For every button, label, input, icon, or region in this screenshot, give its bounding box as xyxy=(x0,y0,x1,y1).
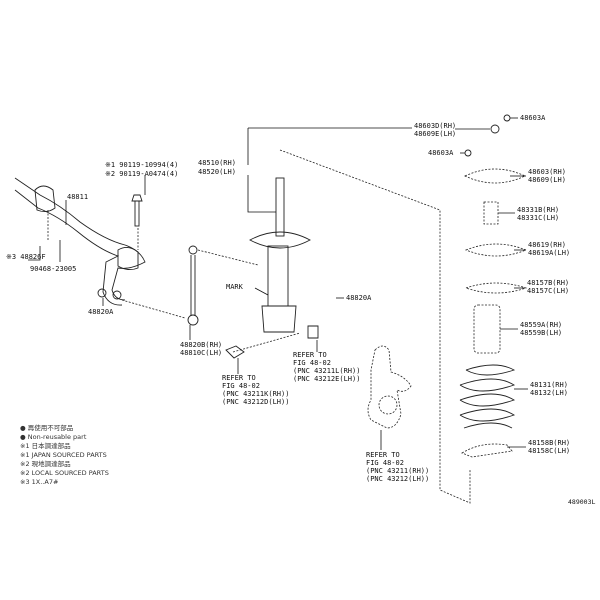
legend-item: ● 再使用不可部品 xyxy=(20,423,73,432)
legend: ● 再使用不可部品 ● Non-reusable part ※1 日本調達部品 … xyxy=(20,423,109,486)
coil-spring-drawing xyxy=(459,364,528,429)
ref-line: REFER TO xyxy=(293,351,327,359)
part-labels: ※1 90119-10994(4) ※2 90119-A0474(4) 4881… xyxy=(6,114,570,455)
label-seat-upper-lh: 48619A(LH) xyxy=(528,249,570,257)
legend-item: ※2 LOCAL SOURCED PARTS xyxy=(20,469,109,477)
ref-line: (PNC 43212(LH)) xyxy=(366,475,429,483)
ref-line: (PNC 43212D(LH)) xyxy=(222,398,289,406)
label-spring-rh: 48131(RH) xyxy=(530,381,568,389)
label-support-lh: 48609(LH) xyxy=(528,176,566,184)
legend-item: ● Non-reusable part xyxy=(20,433,87,441)
spring-seat-drawing xyxy=(464,243,528,294)
label-bracket: 90468-23005 xyxy=(30,265,76,273)
label-shock-rh: 48510(RH) xyxy=(198,159,236,167)
steering-knuckle-drawing xyxy=(367,345,412,429)
legend-item: ※3 1X..A7# xyxy=(20,478,58,486)
bound-stopper-drawing xyxy=(483,201,515,225)
ref-line: REFER TO xyxy=(222,374,256,382)
label-link-bushing: 48820A xyxy=(346,294,372,302)
ref-line: (PNC 43211L(RH)) xyxy=(293,367,360,375)
upper-support-drawing xyxy=(455,114,526,184)
ref-line: FIG 48-02 xyxy=(293,359,331,367)
figure-code: 489003L xyxy=(568,498,595,506)
label-cap-side: 48603A xyxy=(428,149,454,157)
shock-absorber-drawing xyxy=(225,177,319,359)
reference-note-3: REFER TO FIG 48-02 (PNC 43211(RH)) (PNC … xyxy=(366,451,429,483)
label-shock-lh: 48520(LH) xyxy=(198,168,236,176)
label-insulator-lh: 48157C(LH) xyxy=(527,287,569,295)
label-cap-top: 48603A xyxy=(520,114,546,122)
label-boot-rh: 48559A(RH) xyxy=(520,321,562,329)
bolt-drawing xyxy=(131,194,143,227)
ref-line: REFER TO xyxy=(366,451,400,459)
label-lower-insulator-lh: 48158C(LH) xyxy=(528,447,570,455)
label-insulator-rh: 48157B(RH) xyxy=(527,279,569,287)
label-stab-bushing: 48820A xyxy=(88,308,114,316)
label-stabilizer-bar: 48811 xyxy=(67,193,88,201)
label-nut-rh: 48603D(RH) xyxy=(414,122,456,130)
label-seat-upper-rh: 48619(RH) xyxy=(528,241,566,249)
label-bolt-jp: ※1 90119-10994(4) xyxy=(105,161,178,169)
label-boot-lh: 48559B(LH) xyxy=(520,329,562,337)
legend-item: ※1 JAPAN SOURCED PARTS xyxy=(20,451,107,459)
stabilizer-link-drawing xyxy=(187,245,259,326)
ref-line: (PNC 43212E(LH)) xyxy=(293,375,360,383)
label-nut-lh: 48609E(LH) xyxy=(414,130,456,138)
ref-line: (PNC 43211(RH)) xyxy=(366,467,429,475)
label-lower-insulator-rh: 48158B(RH) xyxy=(528,439,570,447)
label-bolt-local: ※2 90119-A0474(4) xyxy=(105,170,178,178)
stabilizer-bar-drawing xyxy=(14,177,186,319)
legend-item: ※1 日本調達部品 xyxy=(20,441,71,450)
label-link-rh: 48820B(RH) xyxy=(180,341,222,349)
leader-lines xyxy=(28,127,471,504)
lower-insulator-drawing xyxy=(461,443,526,458)
label-support-rh: 48603(RH) xyxy=(528,168,566,176)
ref-line: FIG 48-02 xyxy=(366,459,404,467)
label-bumper-rh: 48331B(RH) xyxy=(517,206,559,214)
legend-item: ※2 現地調達部品 xyxy=(20,459,71,468)
label-link-lh: 48810C(LH) xyxy=(180,349,222,357)
boot-drawing xyxy=(473,304,518,354)
label-mark: MARK xyxy=(226,283,244,291)
reference-note-1: REFER TO FIG 48-02 (PNC 43211K(RH)) (PNC… xyxy=(222,374,289,406)
ref-line: FIG 48-02 xyxy=(222,382,260,390)
ref-line: (PNC 43211K(RH)) xyxy=(222,390,289,398)
label-bumper-lh: 48331C(LH) xyxy=(517,214,559,222)
label-bushing: ※3 48826F xyxy=(6,253,46,261)
reference-note-2: REFER TO FIG 48-02 (PNC 43211L(RH)) (PNC… xyxy=(293,351,360,383)
label-spring-lh: 48132(LH) xyxy=(530,389,568,397)
